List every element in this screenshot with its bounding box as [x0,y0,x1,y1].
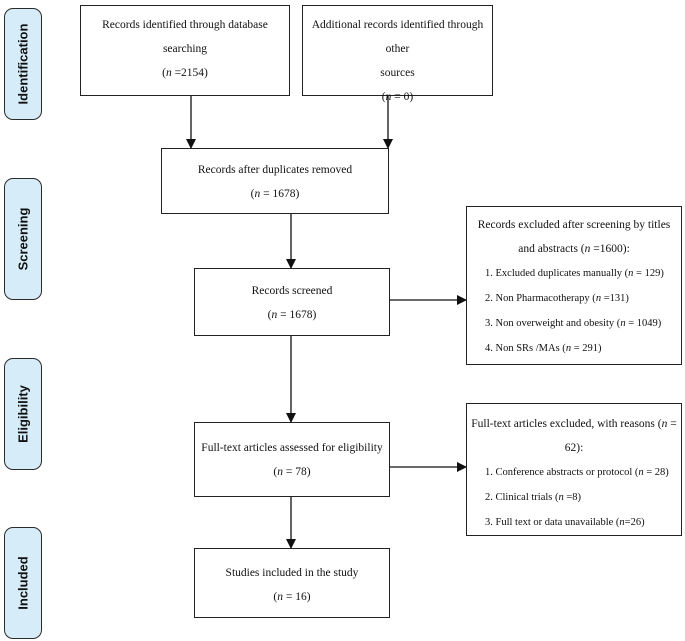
records-identified-other-box: Additional records identified through ot… [302,5,493,103]
excluded-screening-item-2-n: n [595,293,602,304]
fulltext-excluded-item-2-count: =8) [563,492,582,503]
fulltext-count-value: = 78) [283,466,311,478]
records-after-duplicates-box: Records after duplicates removed (n = 16… [161,148,389,214]
other-n-symbol: n [385,91,392,103]
other-count-value: = 0) [391,91,414,103]
fulltext-excluded-item-3-count: =26) [624,517,645,528]
fulltext-box-count: (n = 78) [273,466,311,478]
fulltext-excluded-item: 1. Conference abstracts or protocol (n =… [467,460,681,485]
excluded-screening-item-1-n: n [628,268,634,279]
phase-identification: Identification [4,8,42,120]
fulltext-excluded-n-symbol: n [661,418,668,430]
db-box-count: (n =2154) [162,67,208,79]
fulltext-excluded-item-3-label: 3. Full text or data unavailable ( [485,517,620,528]
records-excluded-screening-box: Records excluded after screening by titl… [466,206,682,365]
excluded-screening-title-line2: and abstracts (n =1600): [467,237,681,261]
excluded-screening-item: 3. Non overweight and obesity (n = 1049) [467,311,681,336]
dup-count-value: = 1678) [260,188,300,200]
fulltext-excluded-item-2-label: 2. Clinical trials ( [485,492,559,503]
excluded-screening-item-1-label: 1. Excluded duplicates manually ( [485,268,629,279]
fulltext-excluded-item-1-count: = 28) [643,467,669,478]
fulltext-excluded-item: 2. Clinical trials (n =8) [467,485,681,510]
records-identified-database-box: Records identified through database sear… [80,5,290,96]
screened-box-count: (n = 1678) [267,309,317,321]
fulltext-excluded-title-line2: 62): [564,442,584,454]
db-box-line1: Records identified through database [102,19,268,31]
screened-n-symbol: n [271,309,278,321]
excluded-screening-title-line1: Records excluded after screening by titl… [477,219,671,231]
records-screened-box: Records screened (n = 1678) [194,268,390,336]
other-box-count: (n = 0) [381,91,414,103]
excluded-screening-item-2-count: =131) [601,293,629,304]
fulltext-n-symbol: n [277,466,283,478]
dup-box-line1: Records after duplicates removed [197,164,353,176]
excluded-screening-item: 2. Non Pharmacotherapy (n =131) [467,286,681,311]
other-box-line2: sources [380,67,415,79]
fulltext-excluded-box: Full-text articles excluded, with reason… [466,403,682,536]
screened-box-line1: Records screened [251,285,333,297]
db-count-value: =2154) [171,67,208,79]
screened-count-value: = 1678) [277,309,317,321]
phase-screening: Screening [4,178,42,300]
excluded-screening-title-pre: and abstracts ( [518,243,585,255]
dup-box-count: (n = 1678) [250,188,300,200]
excluded-screening-item: 1. Excluded duplicates manually (n = 129… [467,261,681,286]
included-n-symbol: n [277,591,283,603]
fulltext-box-line1: Full-text articles assessed for eligibil… [201,442,383,454]
fulltext-excluded-item-3-n: n [619,517,625,528]
included-box-count: (n = 16) [273,591,311,603]
excluded-screening-item-3-n: n [620,318,626,329]
fulltext-excluded-title-post: = [667,418,677,430]
excluded-screening-item-3-label: 3. Non overweight and obesity ( [485,318,621,329]
excluded-screening-item-1-count: = 129) [633,268,664,279]
excluded-screening-item-3-count: = 1049) [625,318,662,329]
fulltext-excluded-item: 3. Full text or data unavailable (n=26) [467,510,681,535]
excluded-screening-title-post: =1600): [590,243,630,255]
included-box-line1: Studies included in the study [225,567,359,579]
phase-eligibility: Eligibility [4,358,42,470]
excluded-screening-item-4-n: n [565,343,572,354]
fulltext-excluded-item-1-n: n [638,467,644,478]
excluded-screening-item-4-label: 4. Non SRs /MAs ( [485,343,566,354]
fulltext-excluded-title-line1: Full-text articles excluded, with reason… [467,412,681,436]
studies-included-box: Studies included in the study (n = 16) [194,548,390,618]
excluded-screening-item: 4. Non SRs /MAs (n = 291) [467,336,681,361]
excluded-screening-item-4-count: = 291) [571,343,602,354]
included-count-value: = 16) [283,591,311,603]
excluded-screening-n-symbol: n [584,243,591,255]
excluded-screening-item-2-label: 2. Non Pharmacotherapy ( [485,293,596,304]
phase-included: Included [4,527,42,639]
fulltext-assessed-box: Full-text articles assessed for eligibil… [194,422,390,497]
db-box-line2: searching [162,43,208,55]
db-n-symbol: n [165,67,172,79]
fulltext-excluded-item-2-n: n [558,492,564,503]
other-box-line1: Additional records identified through ot… [311,19,484,55]
fulltext-excluded-item-1-label: 1. Conference abstracts or protocol ( [485,467,639,478]
dup-n-symbol: n [254,188,261,200]
fulltext-excluded-title-pre: Full-text articles excluded, with reason… [471,418,662,430]
